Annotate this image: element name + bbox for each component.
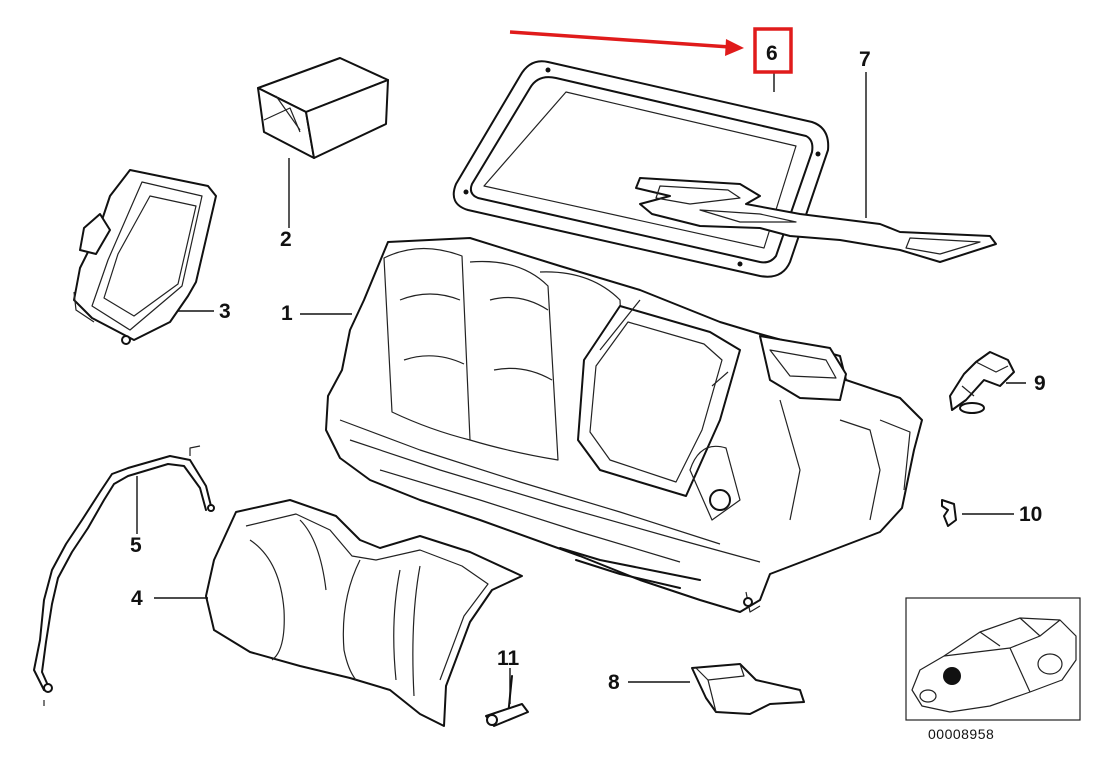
callout-5: 5	[130, 534, 142, 557]
leader-lines	[136, 72, 1026, 704]
part-11-screw	[485, 675, 529, 727]
callout-4: 4	[131, 587, 143, 610]
car-inset	[905, 597, 1081, 721]
part-1-heater-housing	[325, 237, 923, 613]
part-3-filter-housing	[73, 169, 217, 345]
diagram-code: 00008958	[928, 726, 995, 742]
part-4-blower-shroud	[205, 499, 523, 727]
part-6-gasket	[452, 60, 830, 278]
part-10-clip	[941, 499, 957, 527]
callout-3: 3	[219, 300, 231, 323]
callout-1: 1	[281, 302, 293, 325]
part-5-bracket	[33, 445, 215, 706]
callout-11: 11	[497, 647, 520, 670]
callout-7: 7	[859, 48, 871, 71]
callout-2: 2	[280, 228, 292, 251]
part-8-duct	[691, 663, 805, 715]
part-2-filter-box	[257, 57, 389, 159]
part-9-connector	[949, 351, 1015, 414]
callout-8: 8	[608, 671, 620, 694]
callout-6: 6	[766, 42, 778, 65]
highlight-annotation	[509, 27, 793, 74]
part-7-seal	[635, 177, 997, 263]
callout-9: 9	[1034, 372, 1046, 395]
callout-10: 10	[1019, 503, 1043, 526]
